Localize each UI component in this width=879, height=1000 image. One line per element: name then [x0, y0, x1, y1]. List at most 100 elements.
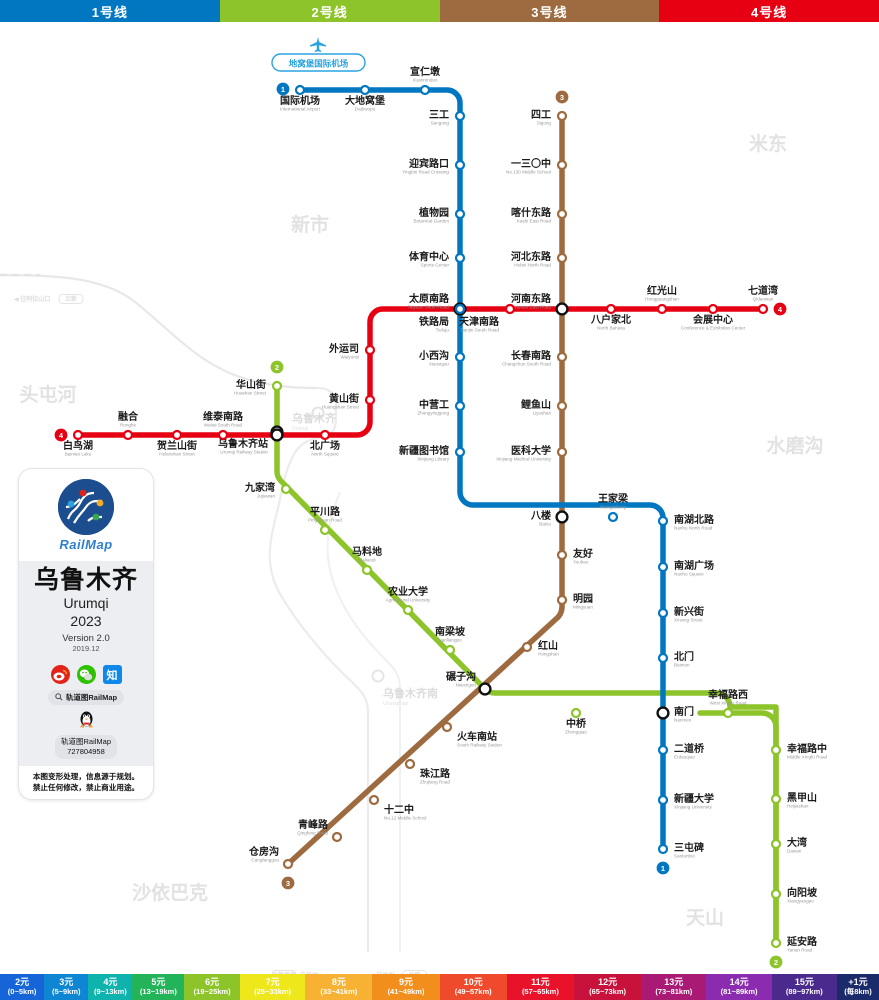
- station-marker[interactable]: [444, 644, 456, 656]
- station-marker[interactable]: [454, 303, 466, 315]
- station-marker[interactable]: [770, 793, 782, 805]
- interchange-station-marker[interactable]: [555, 302, 569, 316]
- station-marker[interactable]: [556, 110, 568, 122]
- station-marker[interactable]: [657, 561, 669, 573]
- station-marker[interactable]: [294, 84, 306, 96]
- station-marker[interactable]: [122, 429, 134, 441]
- station-marker[interactable]: [364, 394, 376, 406]
- station-marker[interactable]: [757, 303, 769, 315]
- line-header-3[interactable]: 3号线: [439, 0, 660, 22]
- station-marker[interactable]: [282, 858, 294, 870]
- search-pill[interactable]: 轨道图RailMap: [47, 689, 125, 705]
- station-marker[interactable]: [657, 794, 669, 806]
- interchange-station-marker[interactable]: [555, 510, 569, 524]
- station-marker[interactable]: [556, 446, 568, 458]
- station-marker[interactable]: [657, 607, 669, 619]
- line-header-1[interactable]: 1号线: [0, 0, 220, 22]
- line-header-4[interactable]: 4号线: [659, 0, 879, 22]
- station-marker[interactable]: [402, 604, 414, 616]
- station-marker[interactable]: [605, 303, 617, 315]
- station-marker[interactable]: [361, 564, 373, 576]
- station-marker[interactable]: [454, 252, 466, 264]
- line-header-2[interactable]: 2号线: [219, 0, 440, 22]
- station-marker[interactable]: [504, 303, 516, 315]
- station-marker[interactable]: [441, 721, 453, 733]
- wechat-icon[interactable]: [76, 665, 96, 685]
- station-marker[interactable]: [556, 594, 568, 606]
- station-marker[interactable]: [556, 252, 568, 264]
- weibo-icon[interactable]: [50, 665, 70, 685]
- station-marker[interactable]: [770, 888, 782, 900]
- station-marker[interactable]: [657, 515, 669, 527]
- station-marker[interactable]: [319, 429, 331, 441]
- station-marker[interactable]: [171, 429, 183, 441]
- station-marker[interactable]: [521, 641, 533, 653]
- station-marker[interactable]: [454, 110, 466, 122]
- station-marker[interactable]: [556, 159, 568, 171]
- station-marker[interactable]: [271, 380, 283, 392]
- station-marker[interactable]: [454, 208, 466, 220]
- station-marker[interactable]: [770, 838, 782, 850]
- station-marker[interactable]: [217, 429, 229, 441]
- station-marker[interactable]: [454, 159, 466, 171]
- station-marker[interactable]: [331, 831, 343, 843]
- station-marker[interactable]: [556, 400, 568, 412]
- interchange-station-marker[interactable]: [478, 682, 492, 696]
- station-marker[interactable]: [368, 794, 380, 806]
- station-marker[interactable]: [454, 400, 466, 412]
- station-marker[interactable]: [364, 344, 376, 356]
- station-marker[interactable]: [280, 483, 292, 495]
- station-marker[interactable]: [607, 511, 619, 523]
- station-marker[interactable]: [72, 429, 84, 441]
- station-marker[interactable]: [656, 303, 668, 315]
- station-marker[interactable]: [359, 84, 371, 96]
